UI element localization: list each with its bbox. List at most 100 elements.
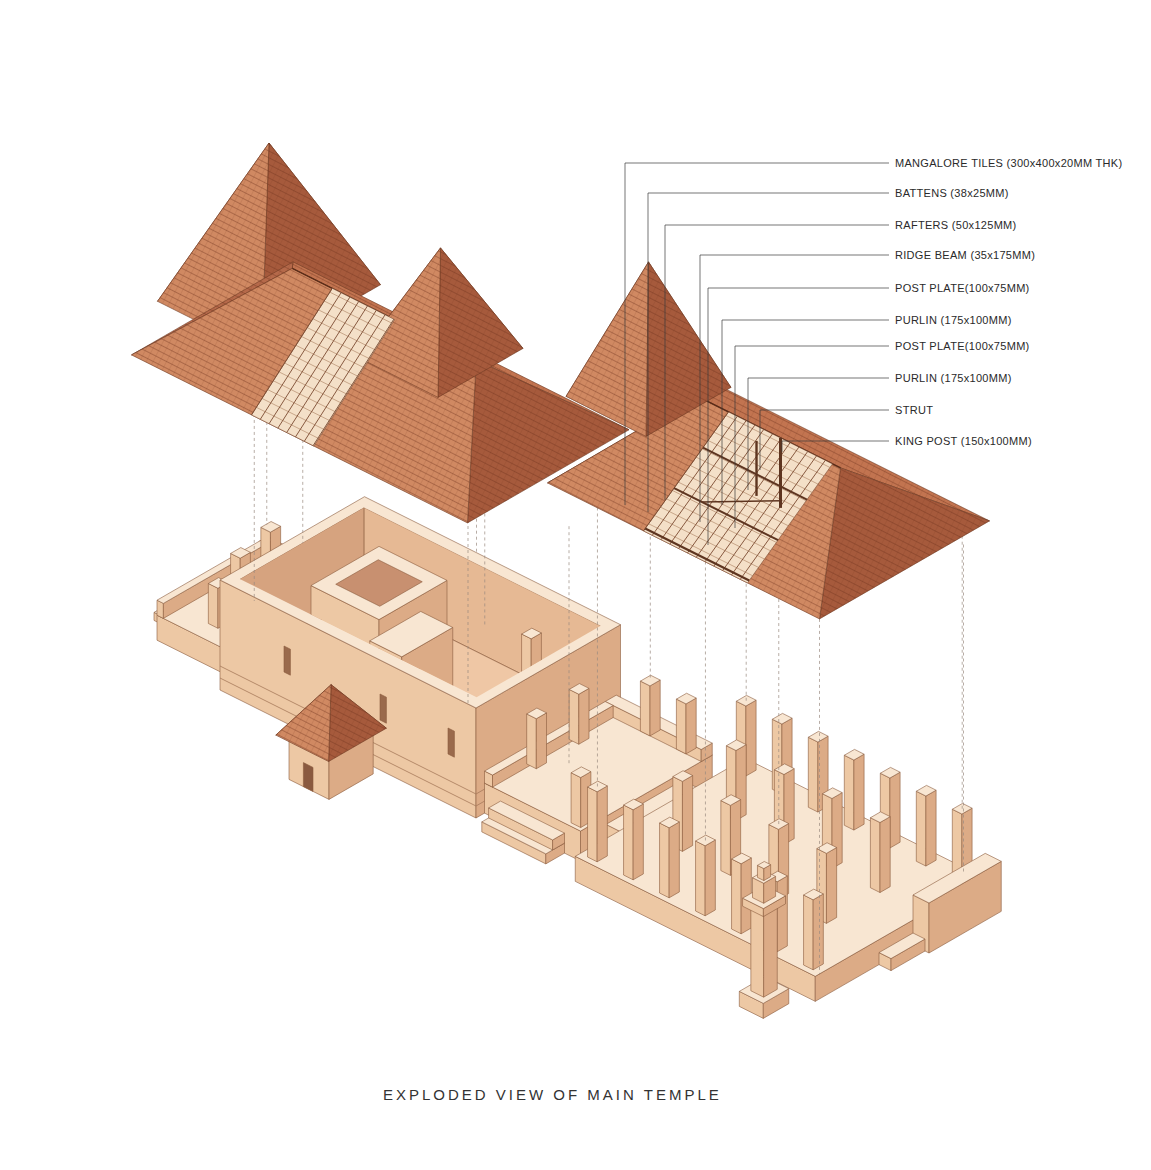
shrine-roof [276, 685, 387, 762]
block-top [311, 546, 447, 619]
block-face [452, 709, 462, 767]
block-face [624, 805, 634, 880]
callout-label: POST PLATE(100x75MM) [895, 339, 1030, 353]
callout-label: POST PLATE(100x75MM) [895, 281, 1030, 295]
block-side [531, 633, 541, 692]
exposed-framing [252, 288, 395, 446]
king-post [779, 438, 782, 508]
block-side [926, 790, 936, 866]
roof-tiles [329, 685, 387, 762]
pillar [588, 781, 608, 862]
block-side [536, 713, 546, 769]
block-side [854, 754, 864, 830]
shrine-door [303, 763, 313, 792]
block-side [777, 876, 787, 952]
projection-line [569, 526, 570, 766]
post-plate [645, 529, 749, 581]
callout-label: KING POST (150x100MM) [895, 434, 1032, 448]
queen-post [755, 441, 757, 496]
plinth-moulding [220, 678, 476, 806]
pillar [640, 675, 660, 736]
pillar [732, 853, 752, 934]
block-top [569, 684, 589, 695]
block-side [493, 706, 614, 788]
block-top [261, 522, 281, 533]
projection-line [597, 501, 598, 786]
pillar [624, 799, 644, 880]
block-top [804, 889, 824, 900]
block-top [774, 764, 794, 775]
block-side [813, 894, 823, 970]
wall-top [220, 497, 621, 708]
pillar [527, 708, 547, 769]
leader-line [700, 255, 889, 522]
block-top [571, 767, 591, 778]
pillar [569, 684, 589, 745]
block-top [412, 683, 432, 694]
lamp-tower [757, 861, 770, 880]
leader-line [722, 320, 889, 505]
block-face [571, 773, 581, 828]
rafter [296, 310, 377, 437]
block-face [676, 699, 686, 754]
block-side [705, 840, 715, 916]
block-face [844, 755, 854, 830]
block-top [870, 812, 890, 823]
pillar [452, 703, 472, 767]
block-top [562, 648, 582, 659]
block-side [682, 776, 692, 852]
wall-face [220, 580, 476, 818]
block-top [527, 686, 547, 697]
projection-line [963, 545, 964, 875]
block-side [579, 688, 589, 744]
block-top [522, 628, 542, 639]
pillar [696, 835, 716, 916]
end-wall [913, 853, 1001, 953]
block-top [527, 708, 547, 719]
temple-interior [240, 507, 601, 785]
block-side [890, 772, 900, 848]
block-top [489, 801, 565, 840]
block-face [870, 818, 880, 893]
leader-line [735, 346, 889, 528]
block-side [597, 786, 607, 862]
callout-label: PURLIN (175x100MM) [895, 371, 1012, 385]
inner-block [370, 611, 453, 726]
rafter [278, 302, 359, 429]
block-side [633, 804, 643, 880]
roof-face [329, 685, 387, 762]
roof-face [566, 262, 649, 437]
roof-tiles [820, 468, 990, 619]
wall-opening [284, 646, 290, 675]
wall-opening [380, 694, 386, 723]
pillar [844, 749, 864, 830]
leader-line [782, 441, 889, 452]
block-top [844, 749, 864, 760]
roof-cutaway [252, 288, 395, 446]
projection-line [819, 619, 820, 974]
block-side [461, 708, 471, 767]
rafter [252, 288, 333, 415]
block-top [769, 819, 789, 830]
block-top [721, 795, 741, 806]
rafter [287, 306, 368, 433]
step [879, 933, 925, 971]
leader-line [625, 163, 889, 505]
rafter [269, 297, 350, 424]
roof-cutaway [644, 412, 833, 583]
callout-label: RIDGE BEAM (35x175MM) [895, 248, 1035, 262]
purlin [674, 488, 778, 540]
block-top [624, 799, 644, 810]
block-side [650, 680, 660, 736]
roof-face [820, 468, 990, 619]
block-top [575, 758, 985, 976]
block-side [880, 817, 890, 893]
block-top [772, 713, 792, 724]
block-side [421, 688, 431, 747]
roof-face [438, 248, 523, 398]
block-face [721, 801, 731, 876]
callout-label: RAFTERS (50x125MM) [895, 218, 1017, 232]
block-top [673, 771, 693, 782]
block-side [826, 848, 836, 924]
